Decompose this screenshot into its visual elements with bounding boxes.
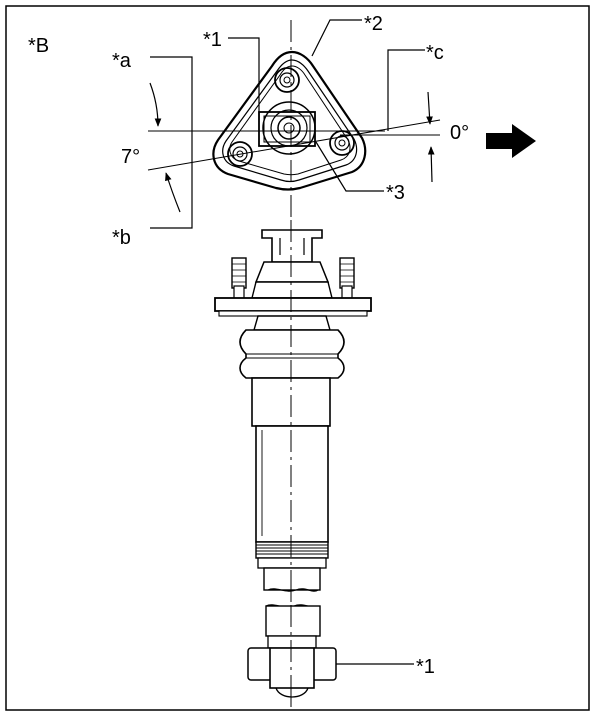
angle-arrow-lower (165, 172, 181, 213)
reference-line-tilted (147, 119, 441, 171)
callout-a: *a (112, 50, 132, 72)
angle-left-label: 7° (121, 146, 140, 168)
angle-right-label: 0° (450, 122, 469, 144)
direction-arrow-icon (486, 124, 536, 158)
mount-stud-top (274, 67, 300, 93)
callout-1-bottom: *1 (416, 656, 435, 678)
panel-label: *B (28, 35, 49, 57)
angle-arrow-upper (149, 82, 162, 127)
callout-3-leader (315, 141, 384, 192)
callout-c: *c (426, 42, 444, 64)
callout-a-leader (150, 56, 193, 229)
callout-c-leader (387, 49, 425, 131)
angle-zero-arrow-bottom (427, 146, 435, 183)
callout-1-top-leader (228, 37, 260, 120)
callout-b: *b (112, 227, 131, 249)
callout-1-top: *1 (203, 29, 222, 51)
callout-2-leader (311, 19, 362, 57)
callout-2: *2 (364, 13, 383, 35)
angle-zero-arrow-top (426, 91, 433, 125)
callout-3: *3 (386, 182, 405, 204)
